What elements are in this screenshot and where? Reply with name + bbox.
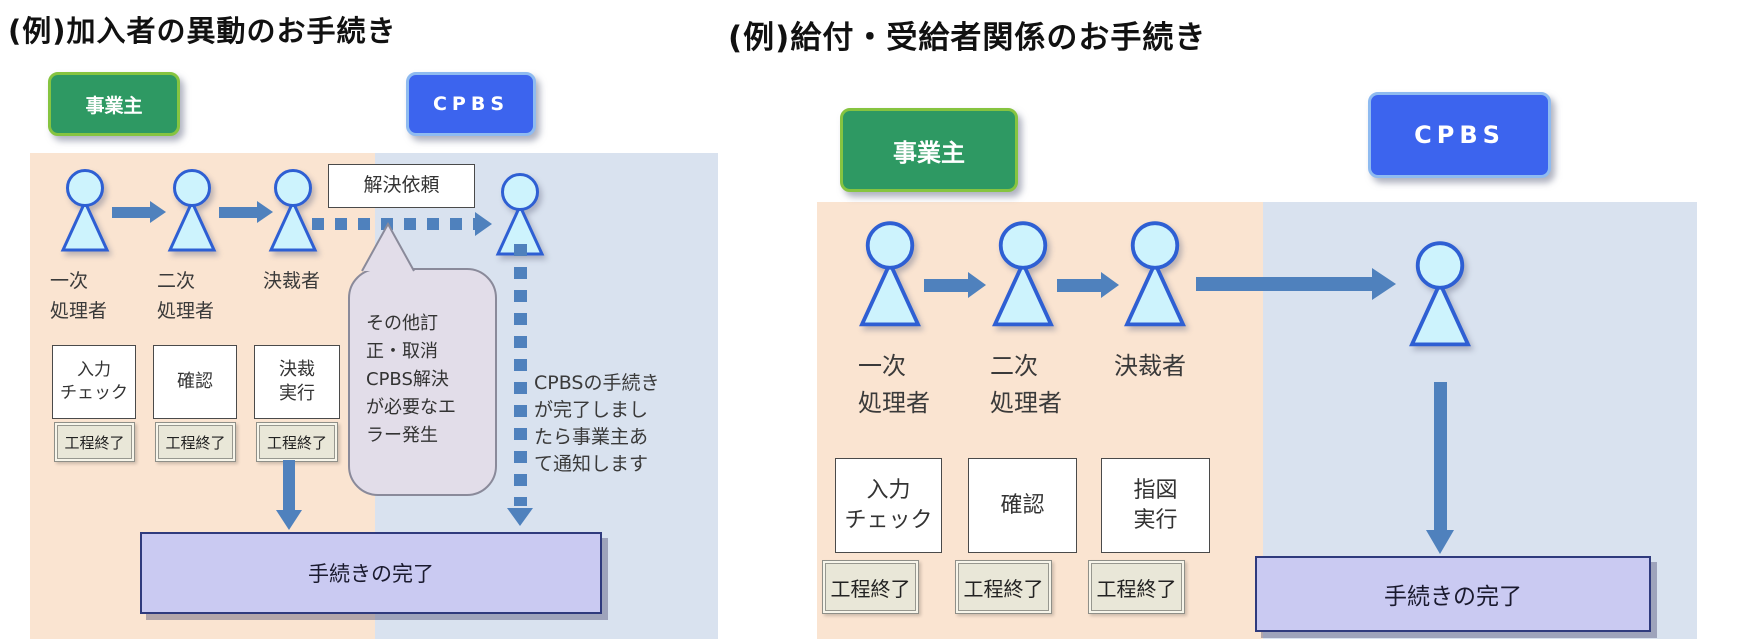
person-icon-approver xyxy=(1124,221,1186,327)
person-icon-cpbs-operator xyxy=(1409,241,1471,347)
person-icon-primary-processor xyxy=(60,169,110,252)
arrow-to-completion xyxy=(276,460,302,530)
person-icon-primary-processor xyxy=(859,221,921,327)
right-title: (例)給付・受給者関係のお手続き xyxy=(728,20,1207,56)
process-done-badge: 工程終了 xyxy=(155,422,236,462)
arrow-to-completion xyxy=(1426,382,1454,554)
completion-box: 手続きの完了 xyxy=(140,532,602,614)
process-done-badge: 工程終了 xyxy=(1088,560,1185,614)
flow-arrow-to-cpbs xyxy=(1196,268,1396,300)
right-employer-badge: 事業主 xyxy=(840,108,1018,192)
dotted-arrow-to-cpbs xyxy=(312,212,492,236)
dotted-arrow-notify-head xyxy=(507,508,533,526)
process-done-badge: 工程終了 xyxy=(822,560,919,614)
actor-label-approver: 決裁者 xyxy=(1114,352,1186,380)
flow-arrow xyxy=(1057,272,1119,298)
task-box-instruction-exec: 指図 実行 xyxy=(1101,458,1210,553)
actor-label-secondary: 二次 処理者 xyxy=(990,352,1062,417)
left-cpbs-badge: CPBS xyxy=(406,72,536,136)
process-done-badge: 工程終了 xyxy=(256,422,338,462)
task-box-approval-exec: 決裁 実行 xyxy=(254,345,340,419)
person-icon-cpbs-operator xyxy=(495,173,545,256)
completion-box: 手続きの完了 xyxy=(1255,556,1651,632)
actor-label-secondary: 二次 処理者 xyxy=(157,270,215,322)
right-cpbs-badge: CPBS xyxy=(1368,92,1551,178)
flow-arrow xyxy=(924,272,986,298)
left-employer-badge: 事業主 xyxy=(48,72,180,136)
resolution-request-box: 解決依頼 xyxy=(328,164,475,208)
task-box-confirm: 確認 xyxy=(153,345,237,419)
task-box-input-check: 入力 チェック xyxy=(835,458,942,553)
left-title: (例)加入者の異動のお手続き xyxy=(8,14,397,48)
actor-label-primary: 一次 処理者 xyxy=(50,270,108,322)
task-box-confirm: 確認 xyxy=(968,458,1077,553)
notify-note: CPBSの手続き が完了しまし たら事業主あ て通知します xyxy=(534,372,660,475)
actor-label-approver: 決裁者 xyxy=(263,270,321,292)
dotted-arrow-notify xyxy=(514,244,527,506)
flow-arrow xyxy=(112,201,166,223)
flow-arrow xyxy=(219,201,273,223)
actor-label-primary: 一次 処理者 xyxy=(858,352,930,417)
process-done-badge: 工程終了 xyxy=(54,422,135,462)
person-icon-secondary-processor xyxy=(167,169,217,252)
process-done-badge: 工程終了 xyxy=(955,560,1052,614)
task-box-input-check: 入力 チェック xyxy=(52,345,136,419)
person-icon-secondary-processor xyxy=(992,221,1054,327)
error-bubble-pointer xyxy=(361,222,415,272)
error-bubble: その他訂 正・取消 CPBS解決 が必要なエ ラー発生 xyxy=(348,268,497,496)
person-icon-approver xyxy=(268,169,318,252)
